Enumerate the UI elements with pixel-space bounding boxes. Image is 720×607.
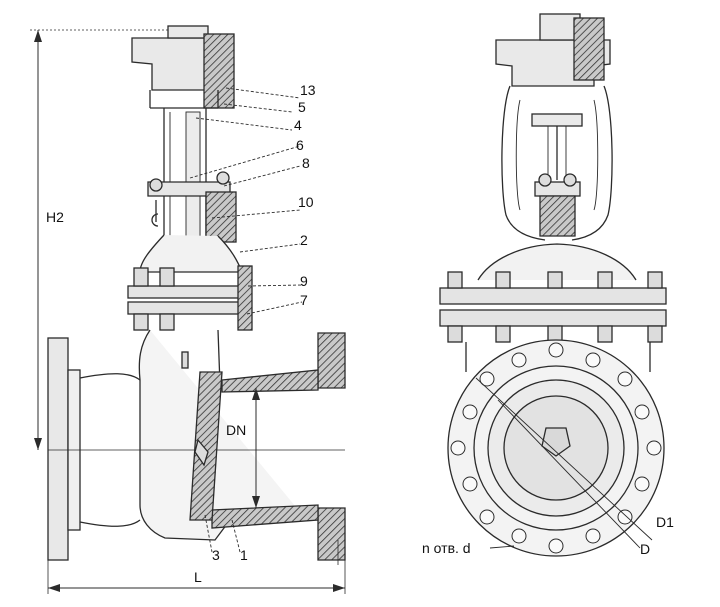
dimension-dn: DN: [226, 422, 246, 438]
callout-7: 7: [300, 292, 308, 308]
callout-8: 8: [302, 155, 310, 171]
callout-13: 13: [300, 82, 316, 98]
callout-labels: 13 5 4 6 8 10 2 9 7 3 1: [212, 82, 316, 563]
callout-1: 1: [240, 547, 248, 563]
dimension-d: D: [640, 541, 650, 557]
dimension-h2: H2: [46, 209, 64, 225]
side-view: [30, 25, 346, 594]
callout-3: 3: [212, 547, 220, 563]
callout-9: 9: [300, 273, 308, 289]
callout-6: 6: [296, 137, 304, 153]
front-view: [439, 13, 667, 557]
dimension-d1: D1: [656, 514, 674, 530]
callout-2: 2: [300, 232, 308, 248]
dimension-l: L: [194, 569, 202, 585]
dimension-holes: n отв. d: [422, 540, 471, 556]
callout-10: 10: [298, 194, 314, 210]
dimension-labels: H2 DN L D1 D n отв. d: [46, 209, 674, 585]
callout-5: 5: [298, 99, 306, 115]
callout-4: 4: [294, 117, 302, 133]
